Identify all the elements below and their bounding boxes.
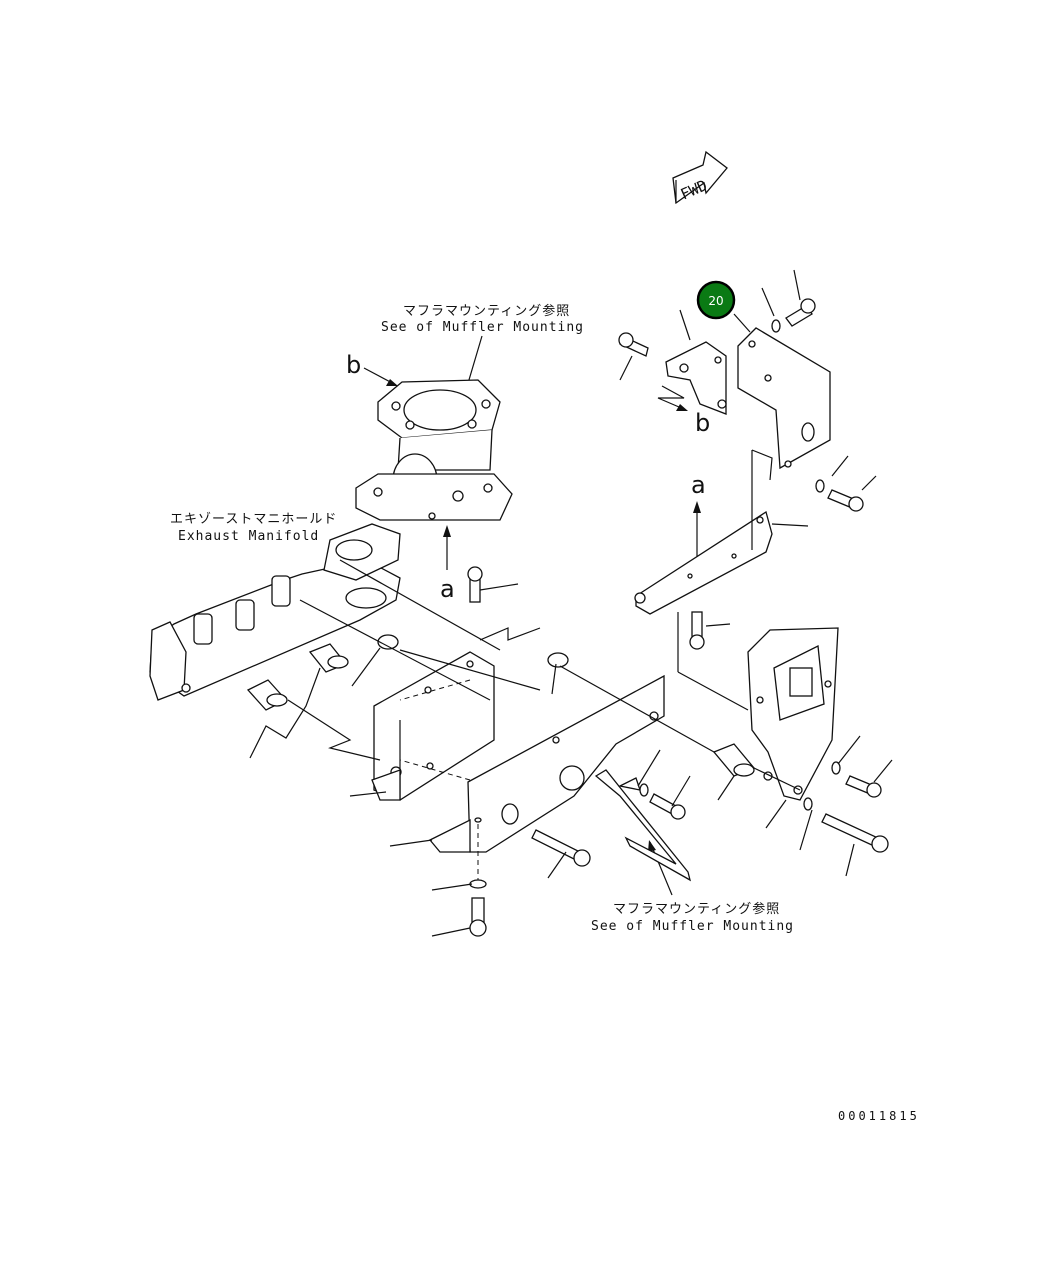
bolt-bottom-long (531, 829, 591, 867)
main-bracket-long (428, 674, 665, 853)
muffler-top-en-label: See of Muffler Mounting (381, 320, 584, 335)
manifold-en-label: Exhaust Manifold (178, 529, 319, 544)
svg-text:b: b (695, 409, 710, 437)
view-marker-b-right: b (657, 385, 710, 437)
svg-text:a: a (691, 471, 706, 499)
exhaust-manifold (149, 523, 401, 701)
right-lower-plate (747, 627, 839, 801)
bolt-right-middle-vertical (689, 611, 705, 650)
right-middle-bracket (634, 510, 773, 615)
view-marker-b-left: b (346, 351, 398, 386)
reference-number-badge[interactable]: 20 (696, 280, 751, 333)
bent-support-rod (594, 769, 691, 882)
muffler-top-jp-label: マフラマウンティング参照 (403, 303, 570, 319)
svg-text:b: b (346, 351, 361, 379)
bolt-bottom-center (469, 897, 487, 937)
fwd-direction-arrow: FWD (672, 150, 728, 205)
bolt-lower-middle (649, 793, 686, 820)
reference-number: 20 (708, 294, 723, 308)
view-marker-a-left: a (440, 525, 455, 603)
muffler-reference-callout-top: マフラマウンティング参照 See of Muffler Mounting (381, 303, 584, 392)
bolt-right-mid (827, 489, 864, 512)
bolt-center-vertical (467, 566, 483, 603)
spacer-collars (246, 634, 756, 777)
drawing-number: 00011815 (838, 1109, 920, 1123)
view-marker-a-right: a (691, 471, 706, 560)
exhaust-manifold-callout: エキゾーストマニホールド Exhaust Manifold (170, 512, 337, 544)
assembly-lines (287, 449, 801, 880)
bolts (467, 298, 889, 937)
muffler-reference-callout-bottom: マフラマウンティング参照 See of Muffler Mounting (591, 840, 794, 934)
muffler-bottom-jp-label: マフラマウンティング参照 (613, 901, 780, 917)
svg-text:a: a (440, 575, 455, 603)
muffler-bottom-en-label: See of Muffler Mounting (591, 919, 794, 934)
leader-lines (249, 269, 893, 937)
bolt-upper-left (618, 332, 649, 357)
bolt-upper-right (785, 298, 816, 327)
right-upper-bracket (665, 327, 831, 470)
bolt-right-lower-short (845, 775, 882, 798)
muffler-inlet-flange (355, 379, 513, 521)
washers (469, 319, 841, 889)
manifold-jp-label: エキゾーストマニホールド (170, 512, 337, 527)
bolt-right-lower-long (821, 813, 889, 853)
